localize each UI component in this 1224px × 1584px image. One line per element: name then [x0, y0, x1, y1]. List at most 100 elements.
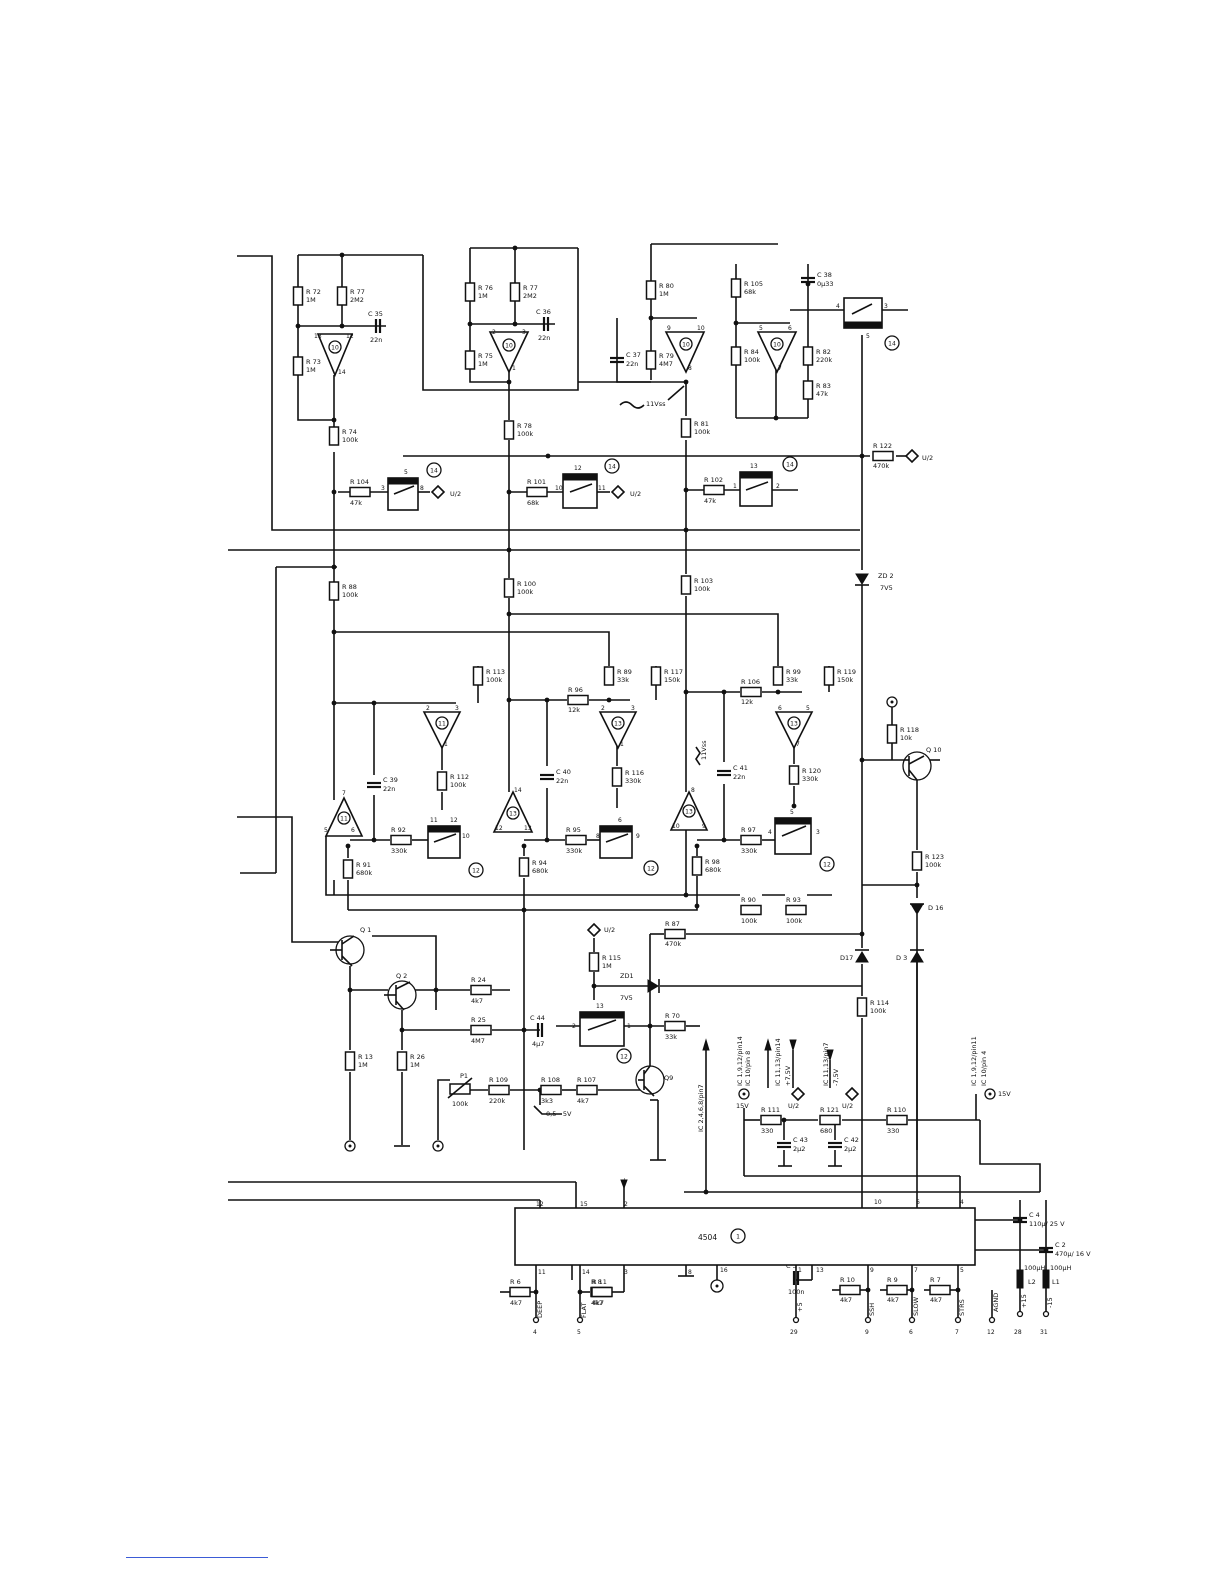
- transistor-q9: Q9: [635, 1065, 673, 1097]
- svg-text:+5: +5: [796, 1302, 804, 1312]
- transistor-q10: Q 10: [902, 746, 941, 781]
- svg-text:10: 10: [874, 1199, 882, 1206]
- svg-text:6: 6: [618, 817, 622, 824]
- svg-text:14: 14: [608, 464, 616, 471]
- resistor-r101: R 101 68k: [526, 478, 548, 507]
- svg-text:1: 1: [798, 1267, 802, 1274]
- svg-text:IC 2,4,6,8/pin7: IC 2,4,6,8/pin7: [697, 1084, 705, 1132]
- resistor-value: 330k: [741, 847, 757, 855]
- resistor-ref: R 25: [471, 1016, 486, 1024]
- resistor-value: 330k: [391, 847, 407, 855]
- resistor-ref: R 101: [527, 478, 546, 486]
- u2-marker-3: U/2: [904, 448, 933, 464]
- svg-text:8: 8: [691, 787, 695, 794]
- svg-text:5: 5: [866, 333, 870, 340]
- svg-text:7: 7: [778, 365, 782, 372]
- svg-text:12: 12: [536, 1201, 544, 1208]
- resistor-ref: R 88: [342, 583, 357, 591]
- resistor-ref: R 81: [694, 420, 709, 428]
- resistor-value: 330k: [802, 775, 818, 783]
- svg-text:3: 3: [884, 303, 888, 310]
- resistor-value: 12k: [568, 706, 580, 714]
- svg-text:4504: 4504: [698, 1233, 717, 1242]
- resistor-ref: R 87: [665, 920, 680, 928]
- resistor-value: 33k: [665, 1033, 677, 1041]
- capacitor-value: 2μ2: [844, 1145, 856, 1153]
- diode-d16: D 16: [910, 903, 943, 915]
- svg-text:6: 6: [778, 705, 782, 712]
- resistor-value: 100k: [517, 588, 533, 596]
- svg-text:SSH: SSH: [868, 1303, 876, 1316]
- resistor-ref: R 120: [802, 767, 821, 775]
- svg-text:7: 7: [796, 741, 800, 748]
- svg-text:2: 2: [601, 705, 605, 712]
- svg-text:10: 10: [672, 823, 680, 830]
- svg-text:-7,5V: -7,5V: [832, 1068, 840, 1086]
- svg-text:13: 13: [314, 333, 322, 340]
- resistor-value: 68k: [527, 499, 539, 507]
- pin-15v-neg: -15 31: [1040, 1297, 1054, 1336]
- capacitor-ref: C 36: [536, 308, 551, 316]
- svg-text:9: 9: [667, 325, 671, 332]
- svg-text:12: 12: [647, 866, 655, 873]
- capacitor-ref: C 41: [733, 764, 748, 772]
- resistor-value: 47k: [704, 497, 716, 505]
- svg-text:2: 2: [492, 329, 496, 336]
- capacitor-ref: C 38: [817, 271, 832, 279]
- svg-text:12: 12: [450, 817, 458, 824]
- svg-text:U/2: U/2: [604, 926, 615, 934]
- svg-text:5: 5: [960, 1267, 964, 1274]
- annotations: 11Vss 11Vss 0,5 - 5V IC 2,4,6,8/pin7 IC …: [533, 385, 988, 1184]
- svg-text:3: 3: [381, 485, 385, 492]
- svg-text:13: 13: [614, 721, 622, 728]
- resistor-value: 470k: [873, 462, 889, 470]
- svg-text:100μH: 100μH: [1024, 1264, 1046, 1272]
- pin-5v: +5 29: [790, 1302, 804, 1336]
- svg-text:14: 14: [786, 462, 794, 469]
- capacitor-ref: C 40: [556, 768, 571, 776]
- footer-link-underline[interactable]: [126, 1557, 268, 1558]
- svg-text:1: 1: [620, 741, 624, 748]
- svg-text:11: 11: [598, 485, 606, 492]
- svg-text:9: 9: [870, 1267, 874, 1274]
- resistor-ref: R 122: [873, 442, 892, 450]
- inductors: L2 100μH L1 100μH: [1016, 1264, 1072, 1289]
- resistor-ref: R 24: [471, 976, 486, 984]
- resistor-ref: R 108: [541, 1076, 560, 1084]
- resistor-ref: R 13: [358, 1053, 373, 1061]
- svg-text:10: 10: [555, 485, 563, 492]
- svg-text:DEEP: DEEP: [536, 1301, 544, 1318]
- svg-text:15V: 15V: [998, 1090, 1011, 1098]
- svg-text:7: 7: [914, 1267, 918, 1274]
- resistor-ref: R 119: [837, 668, 856, 676]
- pin-agnd: AGND 12: [987, 1293, 1000, 1336]
- resistor-ref: R 93: [786, 896, 801, 904]
- svg-text:28: 28: [1014, 1329, 1022, 1336]
- resistor-ref: R 118: [900, 726, 919, 734]
- svg-text:AGND: AGND: [992, 1293, 1000, 1312]
- transistor-q2: Q 2: [384, 972, 417, 1011]
- u2-marker-6: U/2: [842, 1086, 860, 1110]
- resistor-value: 220k: [489, 1097, 505, 1105]
